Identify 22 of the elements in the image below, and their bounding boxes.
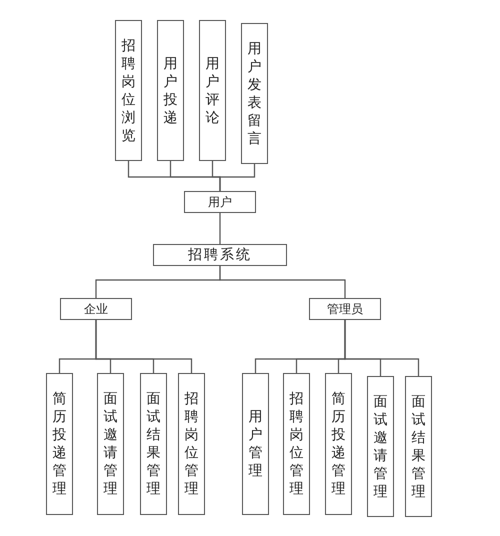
module-box: 招聘系统 — [153, 244, 287, 266]
module-box: 用户发表留言 — [241, 23, 268, 164]
module-box: 用户管理 — [242, 373, 269, 515]
module-box: 面试结果管理 — [405, 376, 432, 517]
connector-line — [219, 164, 256, 191]
connector-line — [95, 320, 192, 373]
module-box: 简历投递管理 — [46, 373, 73, 515]
module-box: 招聘岗位管理 — [178, 373, 205, 515]
module-box: 面试邀请管理 — [97, 373, 124, 515]
module-box: 招聘岗位浏览 — [115, 20, 142, 161]
module-box: 简历投递管理 — [325, 373, 352, 515]
module-box: 招聘岗位管理 — [283, 373, 310, 515]
module-box: 用户投递 — [157, 20, 184, 161]
module-box: 企业 — [60, 298, 132, 320]
connector-line — [219, 213, 221, 244]
module-box: 管理员 — [309, 298, 381, 320]
connector-line — [219, 266, 346, 298]
module-box: 用户 — [184, 191, 256, 213]
connector-line — [344, 320, 420, 376]
module-box: 用户评论 — [199, 20, 226, 161]
module-box: 面试邀请管理 — [367, 376, 394, 517]
module-box: 面试结果管理 — [140, 373, 167, 515]
